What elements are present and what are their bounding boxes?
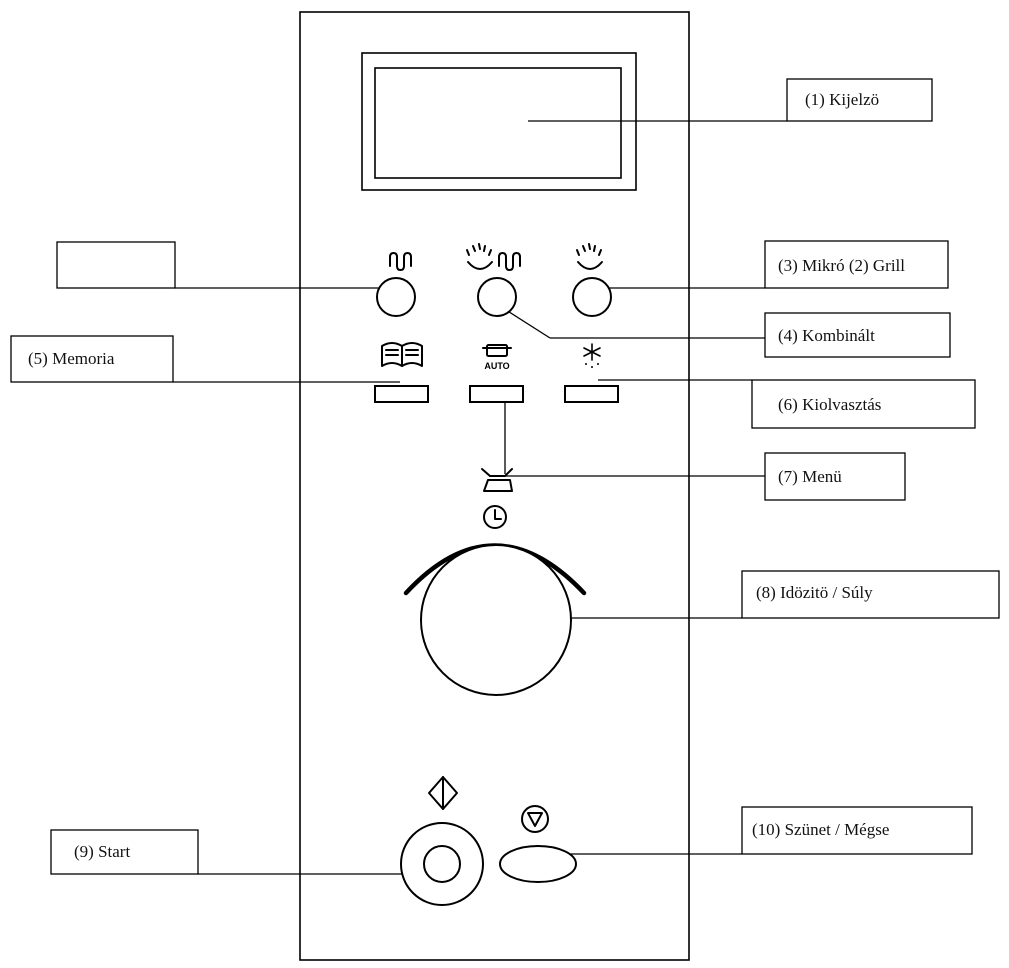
start-button[interactable] [423,845,461,883]
auto-cook-icon: AUTO [482,344,512,371]
auto-label: AUTO [484,361,509,371]
start-icon [428,776,458,810]
svg-text:(7) Menü: (7) Menü [778,467,842,486]
display-screen [361,52,637,191]
grill-button[interactable] [376,277,416,317]
label-blank [56,241,176,289]
svg-text:(5) Memoria: (5) Memoria [28,349,115,368]
leader-combined-a [505,309,551,339]
svg-text:(4) Kombinált: (4) Kombinált [778,326,875,345]
label-menu: (7) Menü [764,452,906,501]
leader-lines [173,120,787,875]
stop-icon [521,805,549,833]
svg-text:(3) Mikró (2) Grill: (3) Mikró (2) Grill [778,256,905,275]
book-icon [381,342,423,367]
timer-weight-dial[interactable] [420,544,572,696]
label-defrost: (6) Kiolvasztás [751,379,976,429]
clock-icon [483,505,507,529]
label-memory: (5) Memoria [10,335,174,383]
microwave-icon [576,243,603,270]
microwave-button[interactable] [572,277,612,317]
memory-button[interactable] [374,385,429,403]
label-pause-cancel: (10) Szünet / Mégse [741,806,973,855]
svg-text:(9) Start: (9) Start [74,842,130,861]
auto-button[interactable] [469,385,524,403]
svg-text:(10) Szünet / Mégse: (10) Szünet / Mégse [752,820,889,839]
combined-button[interactable] [477,277,517,317]
scale-icon [481,468,513,492]
svg-text:(1) Kijelzö: (1) Kijelzö [805,90,879,109]
defrost-icon [583,343,601,368]
label-display: (1) Kijelzö [786,78,933,122]
svg-text:(8) Idözitö / Súly: (8) Idözitö / Súly [756,583,873,602]
label-timer-weight: (8) Idözitö / Súly [741,570,1000,619]
microwave-grill-icon [466,243,521,271]
label-combined: (4) Kombinált [764,312,951,358]
defrost-button[interactable] [564,385,619,403]
grill-icon [389,252,412,271]
svg-text:(6) Kiolvasztás: (6) Kiolvasztás [778,395,881,414]
label-micro-grill: (3) Mikró (2) Grill [764,240,949,289]
label-start: (9) Start [50,829,199,875]
pause-cancel-button[interactable] [499,845,577,883]
